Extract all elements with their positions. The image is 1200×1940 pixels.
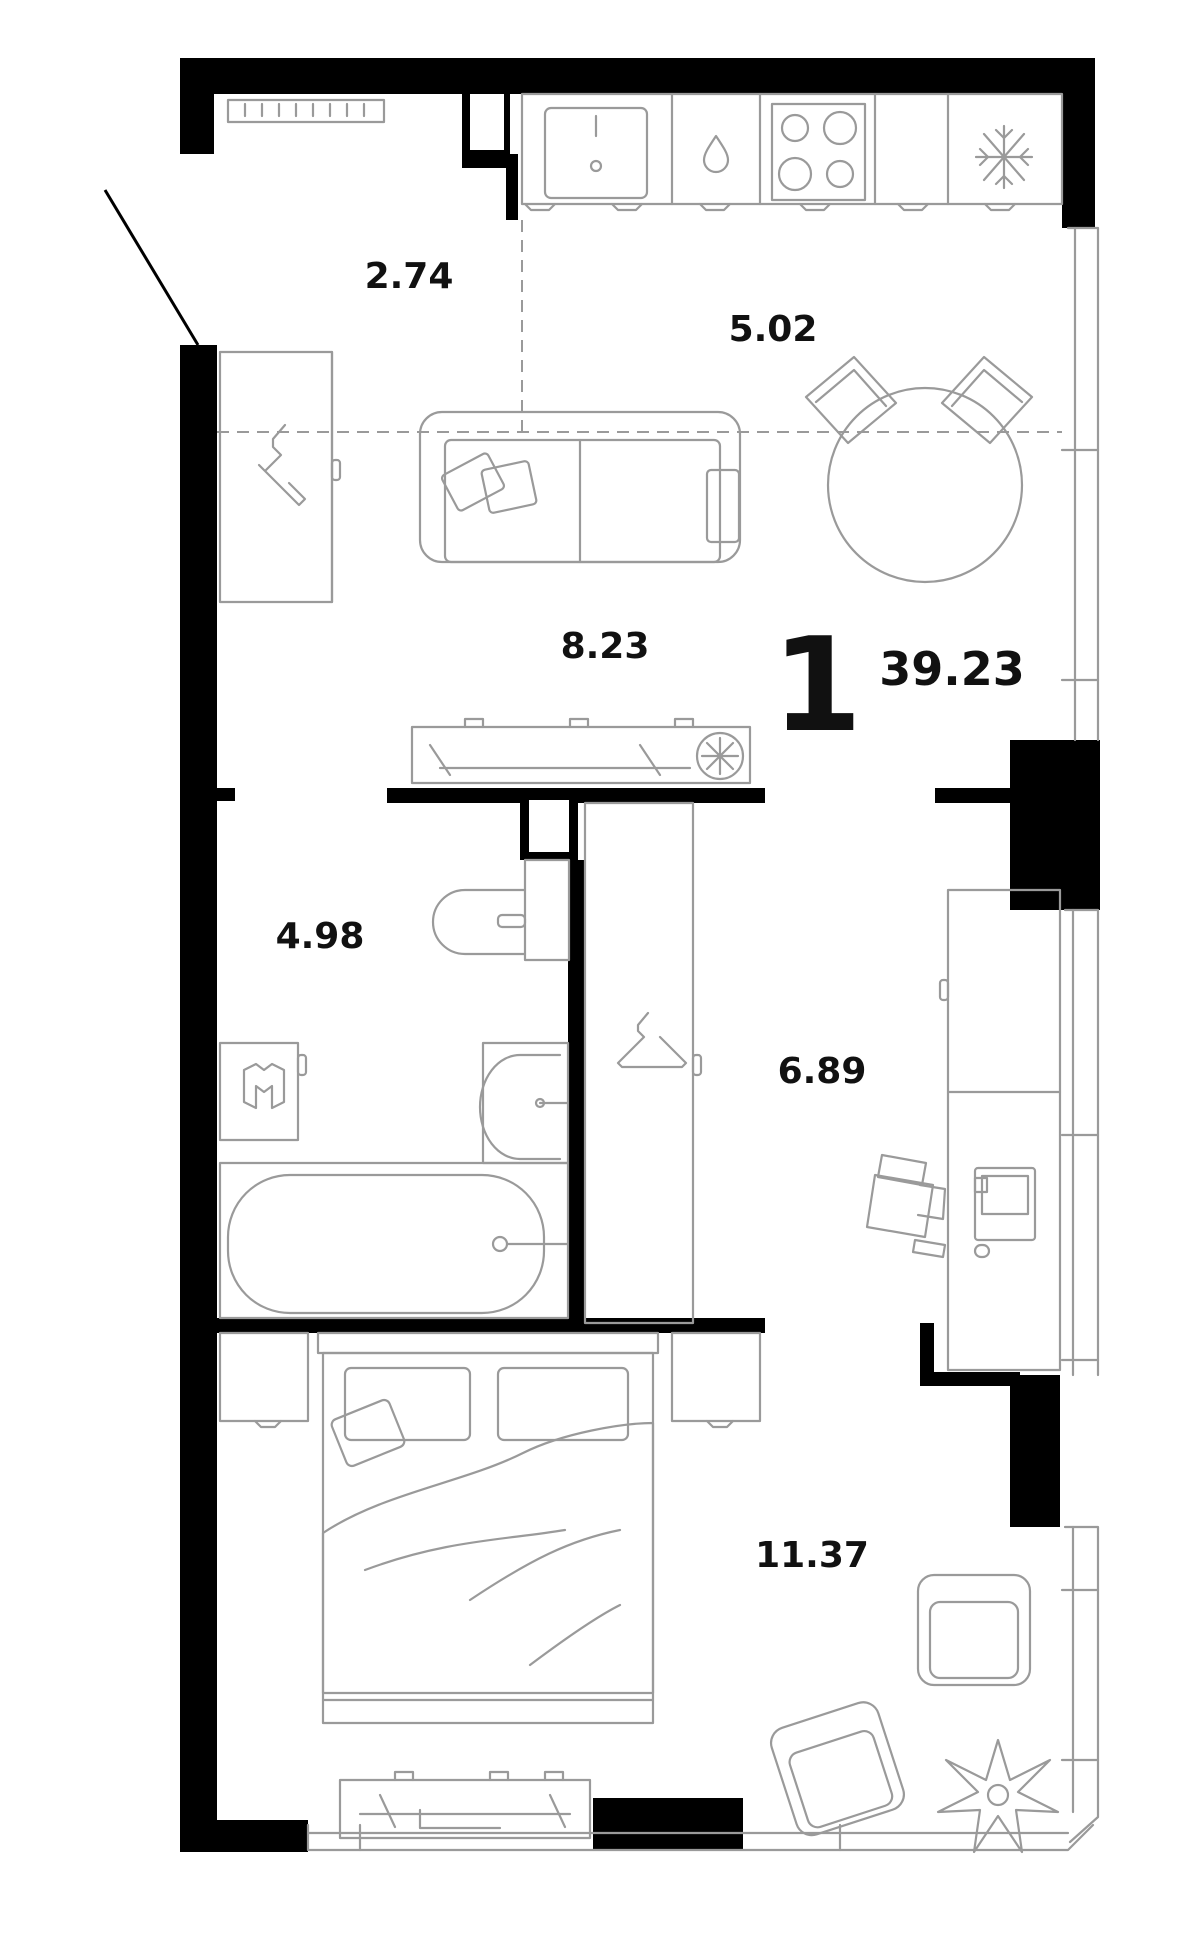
dishwasher-icon bbox=[702, 134, 730, 174]
dresser bbox=[338, 1770, 592, 1840]
wardrobe-corridor bbox=[583, 801, 703, 1325]
plant-icon bbox=[936, 1738, 1060, 1854]
sofa bbox=[418, 410, 742, 564]
area-corridor: 6.89 bbox=[778, 1051, 867, 1092]
bathtub bbox=[218, 1161, 570, 1320]
entrance-door bbox=[103, 189, 200, 346]
walls bbox=[180, 58, 1100, 1852]
wardrobe-hallway bbox=[218, 350, 342, 604]
dining-table bbox=[804, 355, 1034, 584]
fridge-icon bbox=[974, 124, 1034, 190]
office-chair bbox=[865, 1153, 947, 1259]
desk-shelf bbox=[938, 888, 1062, 1372]
area-bedroom: 11.37 bbox=[755, 1535, 869, 1576]
washbasin bbox=[478, 1041, 570, 1165]
area-kitchen: 5.02 bbox=[729, 309, 818, 350]
windows bbox=[226, 98, 1100, 1852]
kitchen-counter bbox=[520, 92, 1064, 212]
armchairs bbox=[769, 1573, 1032, 1837]
sink-icon bbox=[543, 106, 649, 200]
toilet bbox=[431, 858, 571, 962]
zone-dividers bbox=[217, 220, 1062, 433]
area-bathroom: 4.98 bbox=[276, 916, 365, 957]
washing-machine bbox=[218, 1041, 308, 1142]
bed bbox=[316, 1331, 660, 1725]
area-hallway: 2.74 bbox=[365, 256, 454, 297]
total-area: 39.23 bbox=[879, 642, 1025, 696]
area-living: 8.23 bbox=[561, 626, 650, 667]
tv-stand bbox=[410, 717, 752, 785]
nightstands bbox=[218, 1331, 762, 1429]
stove-icon bbox=[770, 102, 867, 202]
rooms-count: 1 bbox=[772, 609, 862, 761]
